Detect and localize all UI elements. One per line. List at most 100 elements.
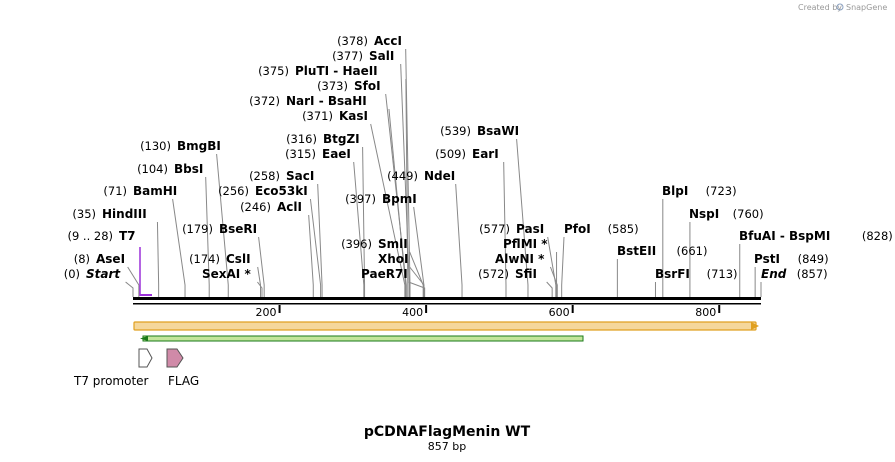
site-name: SfoI — [354, 79, 381, 93]
site-eari[interactable]: EarI(509) — [435, 147, 499, 161]
site-start[interactable]: Start(0) — [64, 267, 122, 281]
site-position: (572) — [478, 267, 509, 281]
site-psti[interactable]: PstI (849) — [754, 252, 829, 266]
leader-line — [258, 236, 265, 297]
leader-line — [549, 266, 558, 297]
tick-label: 600 — [549, 306, 570, 319]
site-blpi[interactable]: BlpI(723) — [662, 184, 737, 198]
flag-arrow-icon[interactable] — [166, 348, 184, 368]
orf-bar-reverse[interactable] — [140, 335, 584, 342]
orf-bar-forward[interactable] — [133, 321, 759, 331]
site-smli[interactable]: SmlI(396) — [341, 237, 408, 251]
site-sexai[interactable]: SexAI * — [202, 267, 251, 281]
site-bsrfi[interactable]: BsrFI(713) — [655, 267, 738, 281]
site-position: (256) — [218, 184, 249, 198]
site-plutii[interactable]: PluTI - HaeII(375) — [258, 64, 378, 78]
site-position: (539) — [440, 124, 471, 138]
leader-line — [257, 281, 263, 297]
site-name: CslI — [226, 252, 251, 266]
site-name: SacI — [286, 169, 314, 183]
site-end[interactable]: End (857) — [761, 267, 828, 281]
leader-line — [308, 214, 314, 297]
site-name: Start — [86, 267, 121, 281]
site-name: PaeR7I — [361, 267, 408, 281]
site-name: HindIII — [102, 207, 147, 221]
site-eco53ki[interactable]: Eco53kI(256) — [218, 184, 308, 198]
site-name: BamHI — [133, 184, 177, 198]
site-bseri[interactable]: BseRI(179) — [182, 222, 257, 236]
site-name: BmgBI — [177, 139, 221, 153]
site-kasi[interactable]: KasI(371) — [302, 109, 368, 123]
site-position: (661) — [677, 244, 708, 258]
leader-line — [516, 138, 529, 297]
site-position: (713) — [707, 267, 738, 281]
site-position: (857) — [797, 267, 828, 281]
site-bamhi[interactable]: BamHI (71) — [103, 184, 177, 198]
leader-line — [257, 266, 262, 297]
site-asei[interactable]: AseI(8) — [74, 252, 125, 266]
site-sfoi[interactable]: SfoI (373) — [317, 79, 381, 93]
site-pasi[interactable]: PasI(577) — [479, 222, 544, 236]
site-position: (246) — [240, 200, 271, 214]
site-name: End — [761, 267, 787, 281]
site-position: (373) — [317, 79, 348, 93]
site-name: BpmI — [382, 192, 417, 206]
site-position: (377) — [332, 49, 363, 63]
site-bsteii[interactable]: BstEII(661) — [617, 244, 707, 258]
site-name: PasI — [516, 222, 544, 236]
map-title: pCDNAFlagMenin WT — [364, 424, 531, 440]
tick-label: 400 — [402, 306, 423, 319]
site-ndei[interactable]: NdeI(449) — [387, 169, 455, 183]
site-name: EarI — [472, 147, 499, 161]
site-eaei[interactable]: EaeI(315) — [285, 147, 351, 161]
leader-line — [127, 266, 140, 297]
site-alwni[interactable]: AlwNI * — [495, 252, 545, 266]
site-name: T7 — [119, 229, 136, 243]
site-position: (35) — [72, 207, 96, 221]
site-btgzi[interactable]: BtgZI(316) — [286, 132, 360, 146]
site-name: BsaWI — [477, 124, 519, 138]
site-nspi[interactable]: NspI(760) — [689, 207, 764, 221]
site-name: XhoI — [378, 252, 409, 266]
site-pfoi[interactable]: PfoI(585) — [564, 222, 639, 236]
leader-line — [385, 93, 407, 297]
site-position: (849) — [798, 252, 829, 266]
site-position: (71) — [103, 184, 127, 198]
leader-line — [317, 183, 323, 297]
sequence-backbone — [133, 297, 761, 305]
site-t7-range[interactable]: T7(9 .. 28) — [67, 229, 135, 243]
site-bfuai[interactable]: BfuAI - BspMI(828) — [739, 229, 893, 243]
site-csli[interactable]: CslI(174) — [189, 252, 250, 266]
site-name: PflMI * — [503, 237, 548, 251]
t7-promoter-arrow-icon[interactable] — [138, 348, 153, 368]
site-nari[interactable]: NarI - BsaHI(372) — [249, 94, 367, 108]
flag-label: FLAG — [168, 374, 199, 388]
site-xhoi[interactable]: XhoI — [378, 252, 409, 266]
site-bbsi[interactable]: BbsI(104) — [137, 162, 203, 176]
site-sfii[interactable]: SfiI (572) — [478, 267, 537, 281]
site-name: SfiI — [515, 267, 537, 281]
site-position: (397) — [345, 192, 376, 206]
site-hindiii[interactable]: HindIII (35) — [72, 207, 146, 221]
site-acci[interactable]: AccI(378) — [337, 34, 402, 48]
tick-label: 800 — [695, 306, 716, 319]
leader-line — [405, 48, 411, 297]
site-sali[interactable]: SalI(377) — [332, 49, 394, 63]
site-pflmi[interactable]: PflMI * — [503, 237, 548, 251]
snapgene-logo — [836, 3, 844, 11]
site-name: EaeI — [322, 147, 351, 161]
site-paer7i[interactable]: PaeR7I — [361, 267, 408, 281]
site-bmgbi[interactable]: BmgBI(130) — [140, 139, 221, 153]
site-name: AclI — [277, 200, 302, 214]
site-bpmi[interactable]: BpmI (397) — [345, 192, 417, 206]
map-length: 857 bp — [428, 440, 466, 453]
site-bsawi[interactable]: BsaWI (539) — [440, 124, 519, 138]
leader-line — [400, 63, 410, 297]
site-name: PstI — [754, 252, 780, 266]
site-saci[interactable]: SacI(258) — [249, 169, 314, 183]
site-acli[interactable]: AclI (246) — [240, 200, 302, 214]
site-position: (828) — [862, 229, 893, 243]
site-name: PfoI — [564, 222, 591, 236]
leader-line — [388, 108, 407, 297]
